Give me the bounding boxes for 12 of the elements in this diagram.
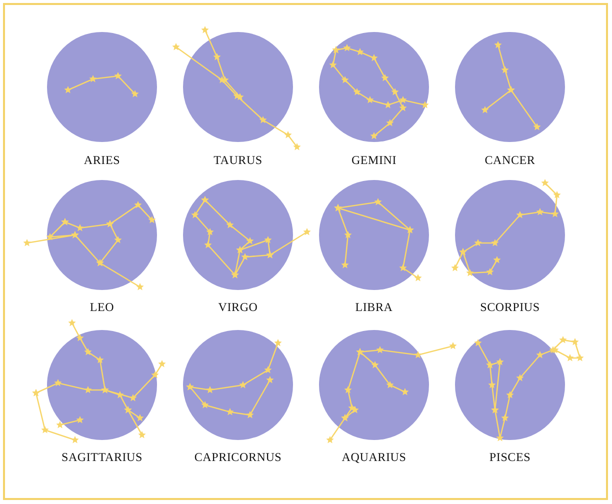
constellation-name: TAURUS xyxy=(212,153,264,168)
constellation-name: VIRGO xyxy=(217,300,259,315)
constellation-name: PISCES xyxy=(488,450,532,465)
constellation-name: CANCER xyxy=(484,153,536,168)
constellation-name: CAPRICORNUS xyxy=(193,450,283,465)
constellation-name: SAGITTARIUS xyxy=(60,450,144,465)
constellation-name: LIBRA xyxy=(354,300,394,315)
constellation-name: AQUARIUS xyxy=(340,450,408,465)
constellation-name: ARIES xyxy=(82,153,122,168)
constellation-name: GEMINI xyxy=(350,153,398,168)
constellation-name: SCORPIUS xyxy=(479,300,541,315)
constellation-name: LEO xyxy=(88,300,116,315)
